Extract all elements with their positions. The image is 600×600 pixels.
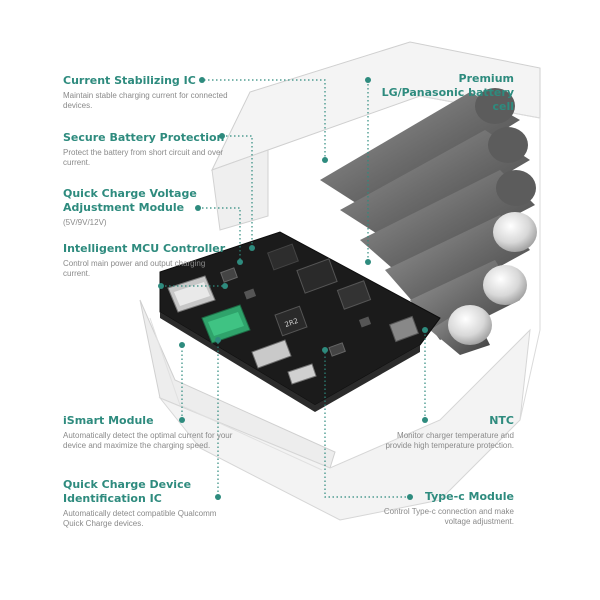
battery-cell [340,127,530,242]
battery-cell [385,212,537,310]
label-secure-battery-protection-desc: Protect the battery from short circuit a… [63,148,224,167]
usb-port-1 [167,275,216,313]
battery-cells [320,88,537,355]
label-qc-device-identification-title: Quick Charge Device Identification IC [63,478,192,505]
label-current-stabilizing-ic-desc: Maintain stable charging current for con… [63,91,228,110]
label-ismart-module-title: iSmart Module [63,414,154,427]
type-c-port [251,339,292,369]
label-qc-device-identification: Quick Charge Device Identification IC Au… [63,478,233,529]
label-ntc-title: NTC [489,414,514,427]
leader-typec [324,350,410,498]
usb-port-2-quick-charge [201,304,251,344]
transparent-case [139,41,541,521]
leader-lines [161,79,426,500]
leader-dots [158,77,428,500]
battery-cell [320,88,520,212]
label-intelligent-mcu-title: Intelligent MCU Controller [63,242,226,255]
label-qc-voltage-module: Quick Charge Voltage Adjustment Module (… [63,187,233,228]
label-qc-voltage-module-desc: (5V/9V/12V) [63,218,107,227]
pcb-board: 2R2 [159,231,441,412]
battery-cell [430,305,492,355]
label-typec-module-desc: Control Type-c connection and make volta… [383,507,514,526]
label-typec-module: Type-c Module Control Type-c connection … [374,490,514,527]
battery-cell [360,170,536,275]
label-ismart-module-desc: Automatically detect the optimal current… [63,431,233,450]
label-ntc-desc: Monitor charger temperature and provide … [385,431,514,450]
label-premium-battery: Premium LG/Panasonic battery cell [374,72,514,114]
leader-current-ic [204,79,326,160]
label-secure-battery-protection-title: Secure Battery Protection [63,131,225,144]
label-typec-module-title: Type-c Module [424,490,514,503]
leader-secure [222,135,253,248]
label-current-stabilizing-ic: Current Stabilizing IC Maintain stable c… [63,74,233,111]
label-qc-device-identification-desc: Automatically detect compatible Qualcomm… [63,509,217,528]
label-intelligent-mcu-desc: Control main power and output charging c… [63,259,206,278]
label-current-stabilizing-ic-title: Current Stabilizing IC [63,74,196,87]
label-intelligent-mcu: Intelligent MCU Controller Control main … [63,242,233,279]
micro-usb-port [287,363,317,385]
label-premium-battery-title: Premium LG/Panasonic battery cell [381,72,514,113]
label-qc-voltage-module-title: Quick Charge Voltage Adjustment Module [63,187,197,214]
label-ismart-module: iSmart Module Automatically detect the o… [63,414,233,451]
label-secure-battery-protection: Secure Battery Protection Protect the ba… [63,131,233,168]
label-ntc: NTC Monitor charger temperature and prov… [374,414,514,451]
